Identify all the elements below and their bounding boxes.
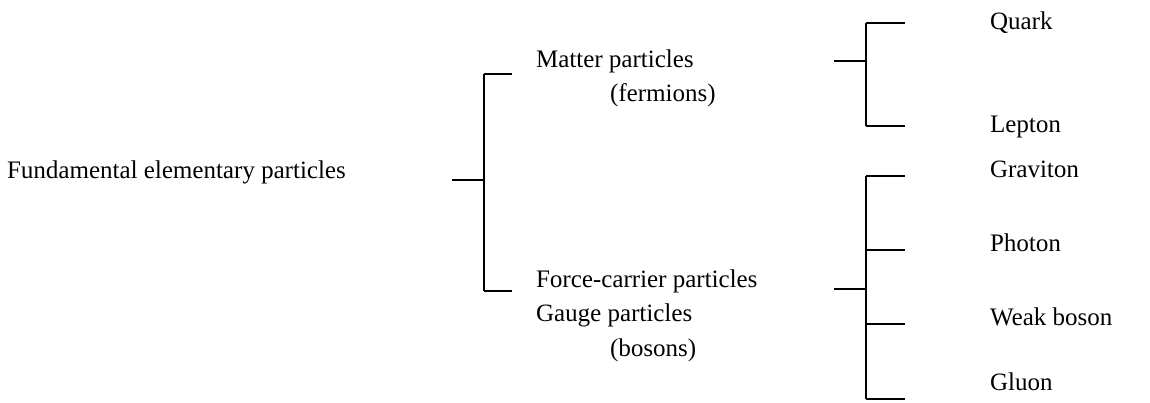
force-label-line1: Force-carrier particles: [536, 266, 758, 293]
leaf-quark: Quark: [990, 8, 1053, 35]
leaf-photon: Photon: [990, 230, 1061, 257]
matter-label-line2: (fermions): [610, 80, 716, 107]
leaf-weak-boson: Weak boson: [990, 304, 1113, 331]
root-label: Fundamental elementary particles: [7, 157, 346, 184]
matter-label-line1: Matter particles: [536, 46, 694, 73]
leaf-lepton: Lepton: [990, 111, 1061, 138]
leaf-graviton: Graviton: [990, 156, 1079, 183]
leaf-gluon: Gluon: [990, 369, 1053, 396]
force-label-line3: (bosons): [610, 335, 697, 362]
force-label-line2: Gauge particles: [536, 300, 693, 327]
